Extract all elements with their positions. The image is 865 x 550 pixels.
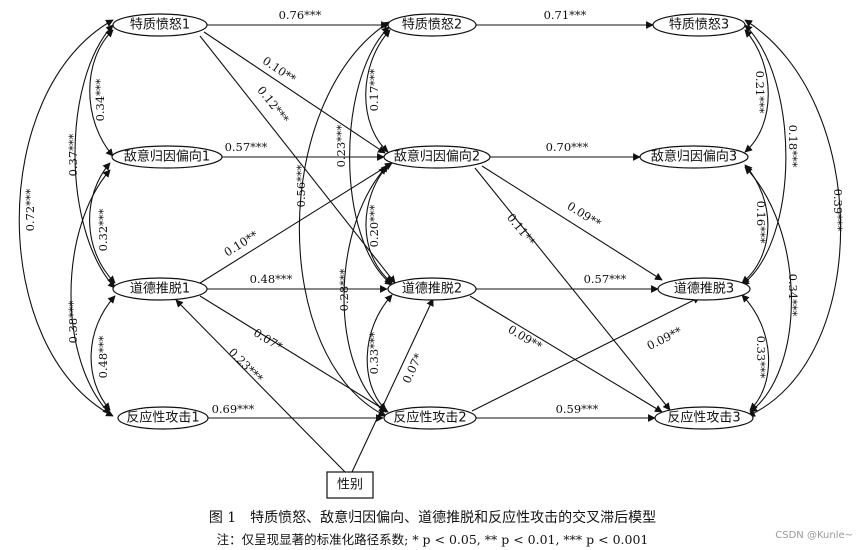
path-gender-md2 <box>351 298 434 473</box>
node-hostile-attribution-2 <box>383 145 491 169</box>
corr-w3-anger-ra <box>744 19 842 417</box>
corr-w1-anger-hab <box>89 29 114 157</box>
coef-w1-hab-md: 0.32*** <box>96 208 110 251</box>
label-gender: 性别 <box>337 478 363 493</box>
label-reactive-aggression-1: 反应性攻击1 <box>126 410 199 426</box>
coef-anger1-hab2: 0.10** <box>260 54 299 86</box>
wave2-correlations <box>298 21 393 417</box>
coef-md1-md2: 0.48*** <box>250 272 293 286</box>
label-trait-anger-3: 特质愤怒3 <box>669 18 729 33</box>
directed-paths <box>175 21 701 473</box>
label-moral-disengagement-2: 道德推脱2 <box>402 282 462 297</box>
coef-w3-anger-hab: 0.21*** <box>753 71 767 114</box>
coef-md2-md3: 0.57*** <box>584 272 627 286</box>
coef-anger1-md2: 0.12*** <box>254 83 292 126</box>
label-hostile-attribution-3: 敌意归因偏向3 <box>651 149 737 165</box>
node-reactive-aggression-3 <box>654 406 754 430</box>
coef-hab2-md3: 0.09** <box>565 199 604 231</box>
label-moral-disengagement-1: 道德推脱1 <box>130 282 190 297</box>
node-reactive-aggression-2 <box>383 406 477 430</box>
coef-w1-anger-ra: 0.72*** <box>23 188 37 231</box>
coef-gender-md2: 0.07* <box>399 351 425 386</box>
coef-w1-md-ra: 0.48*** <box>96 335 110 378</box>
coef-anger1-anger2: 0.76*** <box>279 8 322 22</box>
cross-lagged-model-diagram: 特质愤怒1 特质愤怒2 特质愤怒3 敌意归因偏向1 敌意归因偏向2 敌意归因偏向… <box>18 8 845 499</box>
corr-w1-anger-md <box>74 24 116 289</box>
coef-md1-hab2: 0.10** <box>221 228 260 260</box>
path-ra2-md3 <box>471 296 701 412</box>
corr-w3-hab-ra <box>744 166 792 413</box>
coef-md1-ra2: 0.07* <box>251 325 285 353</box>
node-trait-anger-3 <box>652 13 746 37</box>
coef-md2-ra3: 0.09** <box>506 322 545 353</box>
coef-w2-hab-md: 0.20*** <box>367 204 381 247</box>
path-md2-ra3 <box>469 295 663 413</box>
corr-w2-hab-ra <box>343 166 387 413</box>
corr-w2-md-ra <box>366 294 393 411</box>
node-gender <box>326 471 374 499</box>
watermark: CSDN @Kunle~ <box>775 530 853 541</box>
figure-title: 图 1 特质愤怒、敌意归因偏向、道德推脱和反应性攻击的交叉滞后模型 <box>208 510 657 526</box>
coef-ra2-ra3: 0.59*** <box>556 402 599 416</box>
node-hostile-attribution-1 <box>111 145 223 169</box>
coef-w3-hab-ra: 0.34*** <box>786 274 800 317</box>
coef-gender-md1: 0.23*** <box>226 345 266 385</box>
coef-w1-anger-md: 0.37*** <box>66 133 80 176</box>
label-trait-anger-2: 特质愤怒2 <box>402 18 462 33</box>
coef-w2-anger-ra: 0.56*** <box>294 164 308 207</box>
coef-w2-md-ra: 0.33*** <box>367 331 381 374</box>
coef-w2-anger-hab: 0.17*** <box>367 68 381 111</box>
coef-ra2-md3: 0.09** <box>645 324 685 353</box>
corr-w1-anger-ra <box>18 19 114 417</box>
wave1-correlations <box>18 19 116 417</box>
coef-w2-hab-ra: 0.28*** <box>337 268 351 311</box>
corr-w2-anger-ra <box>298 21 390 417</box>
corr-w2-anger-md <box>349 26 393 286</box>
wave3-correlations <box>741 19 842 417</box>
node-moral-disengagement-3 <box>657 277 751 301</box>
node-reactive-aggression-1 <box>117 406 209 430</box>
coef-ra1-ra2: 0.69*** <box>212 402 255 416</box>
coef-w2-anger-md: 0.23*** <box>334 124 348 167</box>
coef-anger2-anger3: 0.71*** <box>544 8 587 22</box>
path-md1-hab2 <box>199 162 393 284</box>
coef-w1-hab-ra: 0.38*** <box>66 300 80 343</box>
label-reactive-aggression-3: 反应性攻击3 <box>667 410 740 426</box>
label-hostile-attribution-1: 敌意归因偏向1 <box>124 149 210 165</box>
node-hostile-attribution-3 <box>639 145 749 169</box>
label-moral-disengagement-3: 道德推脱3 <box>674 282 734 297</box>
coef-w3-md-ra: 0.33*** <box>754 336 768 379</box>
label-reactive-aggression-2: 反应性攻击2 <box>393 410 466 426</box>
node-moral-disengagement-2 <box>387 277 477 301</box>
node-moral-disengagement-1 <box>112 277 208 301</box>
label-hostile-attribution-2: 敌意归因偏向2 <box>394 149 480 165</box>
path-anger1-hab2 <box>203 31 386 154</box>
coef-hab2-ra3: 0.11** <box>504 211 538 249</box>
path-anger1-md2 <box>199 35 396 284</box>
coef-w3-anger-ra: 0.39*** <box>831 189 845 232</box>
node-trait-anger-2 <box>387 13 477 37</box>
corr-w3-anger-md <box>741 24 787 286</box>
node-trait-anger-1 <box>112 13 208 37</box>
coef-w3-hab-md: 0.16*** <box>754 201 768 244</box>
path-gender-md1 <box>175 299 346 473</box>
coef-hab1-hab2: 0.57*** <box>225 140 268 154</box>
label-trait-anger-1: 特质愤怒1 <box>130 18 190 33</box>
coef-w1-anger-hab: 0.34*** <box>93 78 107 121</box>
figure-note: 注：仅呈现显著的标准化路径系数; * p < 0.05, ** p < 0.01… <box>216 532 649 547</box>
path-md1-ra2 <box>199 295 389 413</box>
corr-w1-md-ra <box>90 295 116 411</box>
path-hab2-md3 <box>481 165 663 281</box>
coef-w3-anger-md: 0.18*** <box>786 125 800 168</box>
corr-w1-hab-ra <box>70 169 111 415</box>
corr-w3-md-ra <box>741 294 770 411</box>
coef-hab2-hab3: 0.70*** <box>546 140 589 154</box>
